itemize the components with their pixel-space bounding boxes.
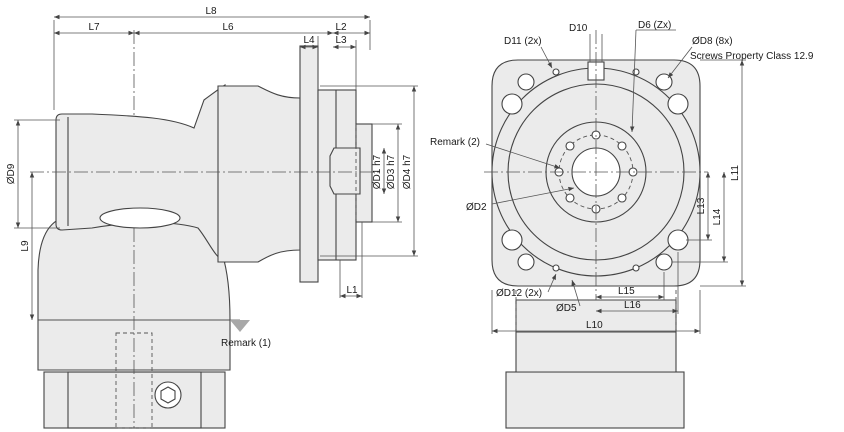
hex-socket-screw	[154, 381, 182, 409]
pin-hole	[552, 264, 560, 272]
mounting-hole	[517, 253, 535, 271]
mounting-hole	[667, 229, 689, 251]
dim-L4: L4	[303, 35, 315, 46]
dim-L14: L14	[712, 208, 723, 225]
screws-note: Screws Property Class 12.9	[690, 51, 814, 62]
dim-L1: L1	[346, 285, 358, 296]
dim-L13: L13	[696, 197, 707, 214]
mounting-flange	[299, 45, 319, 283]
pin-hole	[632, 264, 640, 272]
dim-D10: D10	[569, 23, 588, 34]
mounting-hole	[501, 93, 523, 115]
dim-L16: L16	[624, 300, 641, 311]
dim-L11: L11	[730, 165, 741, 181]
front-adapter	[515, 299, 677, 373]
dim-D11: D11 (2x)	[504, 36, 542, 47]
dim-D3: ØD3 h7	[386, 154, 397, 189]
dim-D5: ØD5	[556, 303, 577, 314]
dim-L15: L15	[618, 286, 635, 297]
remark-1-label: Remark (1)	[221, 338, 271, 349]
remark-1-marker	[230, 320, 250, 332]
motor-base-block	[43, 371, 226, 429]
dim-D8: ØD8 (8x)	[692, 36, 733, 47]
dim-L3: L3	[335, 35, 347, 46]
mounting-hole	[667, 93, 689, 115]
shaft-bore-section	[329, 147, 361, 195]
pin-hole	[552, 68, 560, 76]
front-view: D11 (2x) D10 D6 (Zx) ØD8 (8x) Screws Pro…	[430, 20, 814, 429]
mounting-hole	[501, 229, 523, 251]
dim-D9: ØD9	[6, 163, 17, 184]
dim-L10: L10	[586, 320, 603, 331]
output-housing	[217, 85, 301, 263]
oval-port	[99, 207, 181, 229]
corner-mounting-holes	[501, 73, 689, 271]
side-view: L8 L7 L6 L2 L4 L3 L1 ØD9 L9 ØD1 h7 ØD3 h…	[6, 6, 418, 429]
mounting-hole	[517, 73, 535, 91]
mounting-hole	[655, 253, 673, 271]
hex-socket-icon	[160, 386, 176, 404]
dim-D4: ØD4 h7	[402, 154, 413, 189]
dim-L9: L9	[20, 240, 31, 252]
dim-D1: ØD1 h7	[372, 154, 383, 189]
dim-D12: ØD12 (2x)	[496, 288, 542, 299]
dim-L6: L6	[222, 22, 234, 33]
dim-D6: D6 (Zx)	[638, 20, 671, 31]
dim-L7: L7	[88, 22, 100, 33]
dim-L2: L2	[335, 22, 347, 33]
remark-2-label: Remark (2)	[430, 137, 480, 148]
dim-D2: ØD2	[466, 202, 487, 213]
front-motor-block	[505, 371, 685, 429]
dim-L8: L8	[205, 6, 217, 17]
